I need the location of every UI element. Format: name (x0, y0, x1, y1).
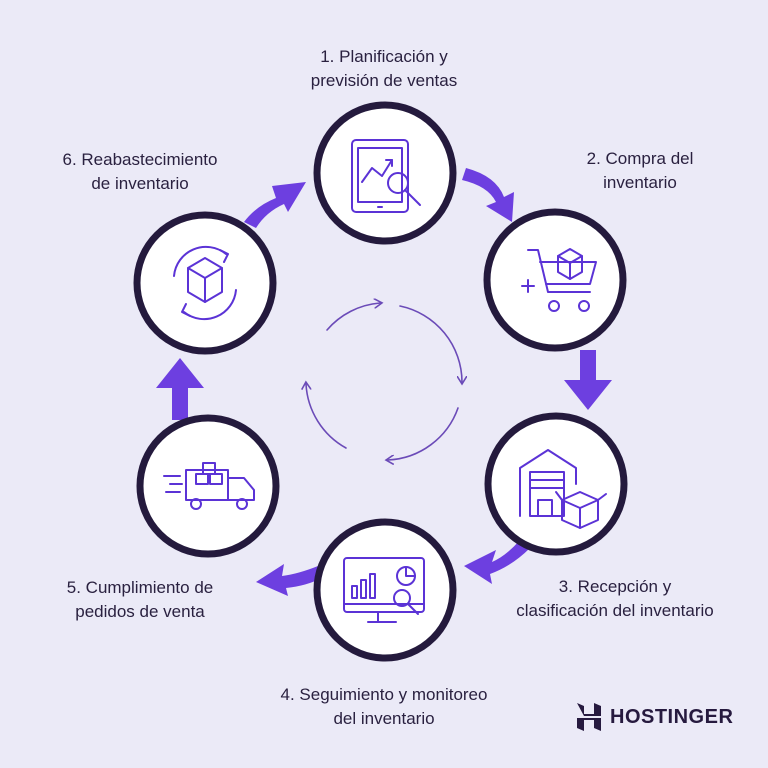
node-1 (313, 101, 457, 245)
arrow-1-to-2 (462, 168, 514, 222)
step-2-line-1: 2. Compra del (586, 149, 694, 168)
arrow-2-to-3 (564, 350, 612, 410)
step-5-label: 5. Cumplimiento de pedidos de venta (30, 576, 250, 624)
monitor-chart-magnifier-icon (343, 557, 425, 623)
center-arc-2 (399, 305, 462, 382)
step-5-line-2: pedidos de venta (75, 602, 205, 621)
arrow-3-to-4 (464, 540, 530, 584)
node-5 (136, 414, 280, 558)
step-1-label: 1. Planificación y previsión de ventas (234, 45, 534, 93)
center-cycle (306, 303, 462, 460)
step-5-line-1: 5. Cumplimiento de (66, 578, 214, 597)
shopping-cart-box-icon (521, 248, 597, 312)
step-3-line-1: 3. Recepción y (558, 577, 672, 596)
step-2-label: 2. Compra del inventario (540, 147, 740, 195)
center-arc-1 (326, 303, 380, 331)
step-4-line-1: 4. Seguimiento y monitoreo (280, 685, 488, 704)
flow-arrows (156, 168, 612, 596)
step-1-line-2: previsión de ventas (310, 71, 458, 90)
step-4-label: 4. Seguimiento y monitoreo del inventari… (224, 683, 544, 731)
delivery-truck-icon (163, 462, 255, 510)
arrow-5-to-6 (156, 358, 204, 420)
step-6-label: 6. Reabastecimiento de inventario (20, 148, 260, 196)
warehouse-boxes-icon (519, 449, 607, 529)
center-arc-4 (306, 384, 347, 449)
step-6-line-1: 6. Reabastecimiento (62, 150, 218, 169)
step-3-line-2: clasificación del inventario (516, 601, 714, 620)
brand-logo: HOSTINGER (576, 702, 733, 732)
tablet-chart-magnifier-icon (351, 139, 421, 213)
hostinger-h-logo-icon (577, 703, 601, 731)
node-2 (483, 208, 627, 352)
step-3-label: 3. Recepción y clasificación del inventa… (470, 575, 760, 623)
step-1-line-1: 1. Planificación y (320, 47, 448, 66)
box-refresh-icon (173, 245, 237, 321)
node-3 (484, 412, 628, 556)
arrow-4-to-5 (256, 564, 322, 596)
step-2-line-2: inventario (603, 173, 677, 192)
brand-name: HOSTINGER (610, 705, 734, 728)
center-arc-3 (388, 407, 459, 460)
node-6 (133, 211, 277, 355)
node-4 (313, 518, 457, 662)
arrow-6-to-1 (244, 182, 306, 228)
step-6-line-2: de inventario (91, 174, 189, 193)
step-4-line-2: del inventario (333, 709, 435, 728)
